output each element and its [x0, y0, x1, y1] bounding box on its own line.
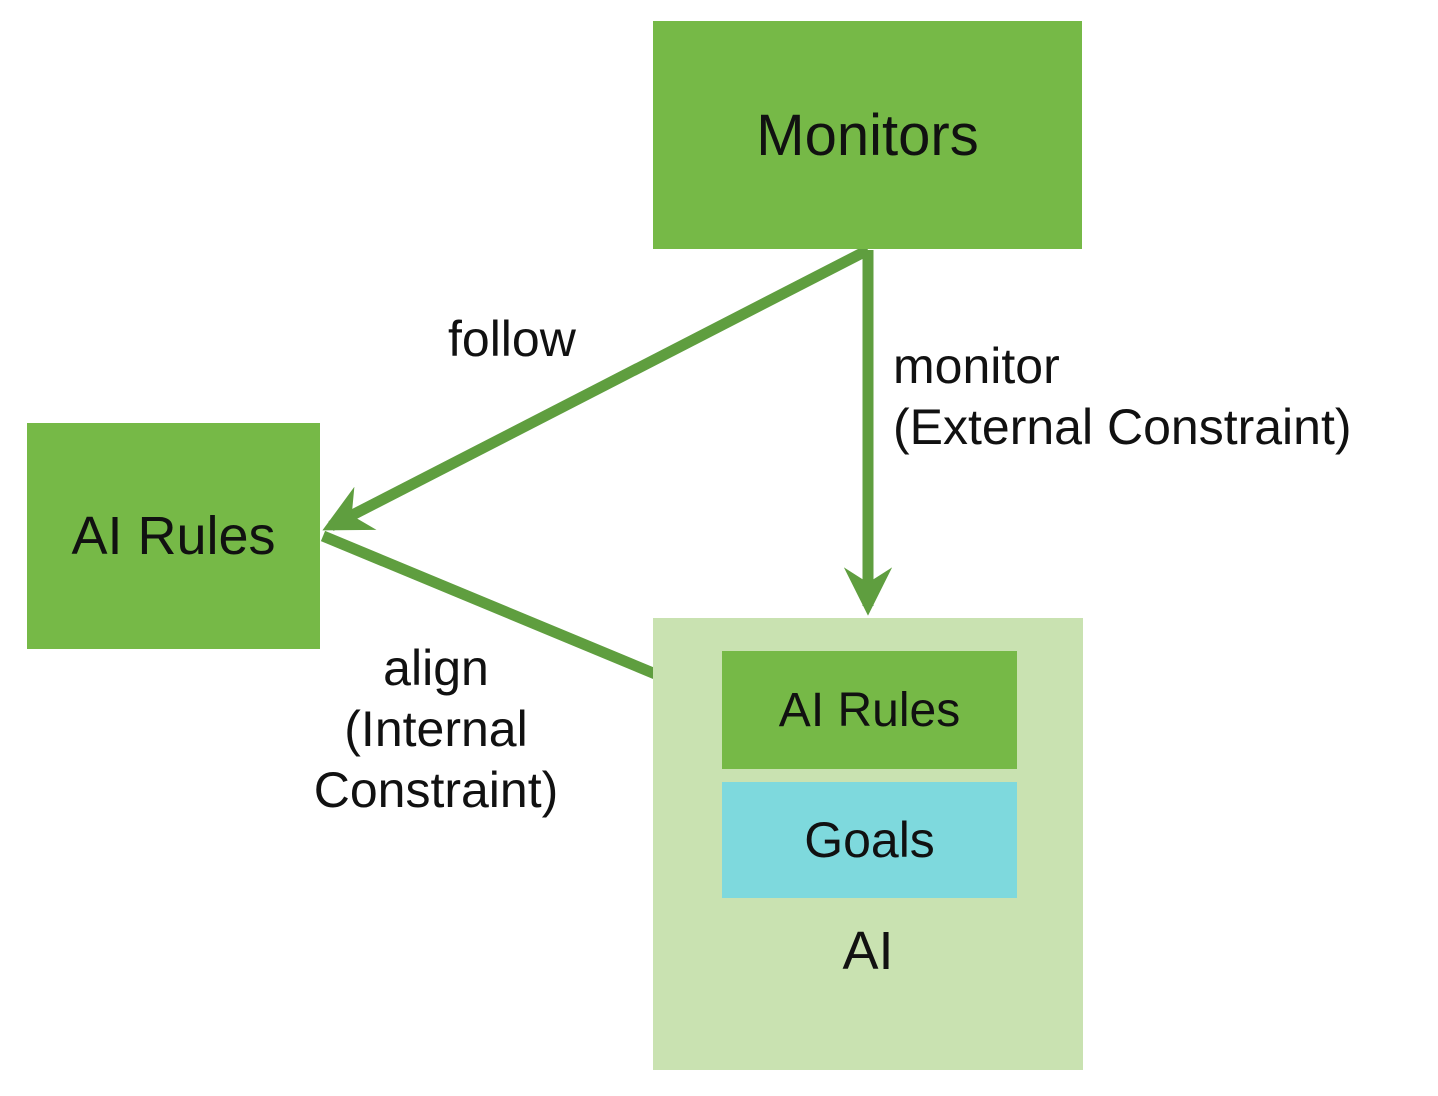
node-ai-container: AI Rules Goals AI: [653, 618, 1083, 1070]
edge-label-align-line2: (Internal: [344, 701, 528, 757]
edge-label-monitor-line1: monitor: [893, 338, 1060, 394]
node-monitors: Monitors: [653, 21, 1082, 249]
node-goals-label: Goals: [804, 812, 935, 868]
node-goals: Goals: [722, 782, 1017, 898]
edge-label-align-line3: Constraint): [313, 762, 559, 818]
edge-label-align: align (Internal Constraint): [280, 638, 592, 821]
node-monitors-label: Monitors: [756, 102, 979, 168]
node-ai-rules-external-label: AI Rules: [71, 506, 276, 566]
edge-label-monitor: monitor (External Constraint): [893, 336, 1352, 458]
edge-label-align-line1: align: [383, 640, 489, 696]
node-ai-label: AI: [842, 921, 894, 981]
node-ai-rules-internal-label: AI Rules: [778, 683, 961, 737]
follow-arrow: [322, 245, 871, 531]
edge-label-monitor-line2: (External Constraint): [893, 399, 1352, 455]
node-ai-rules-external: AI Rules: [27, 423, 320, 649]
edge-label-follow: follow: [448, 311, 576, 367]
node-ai-rules-internal: AI Rules: [722, 651, 1017, 769]
